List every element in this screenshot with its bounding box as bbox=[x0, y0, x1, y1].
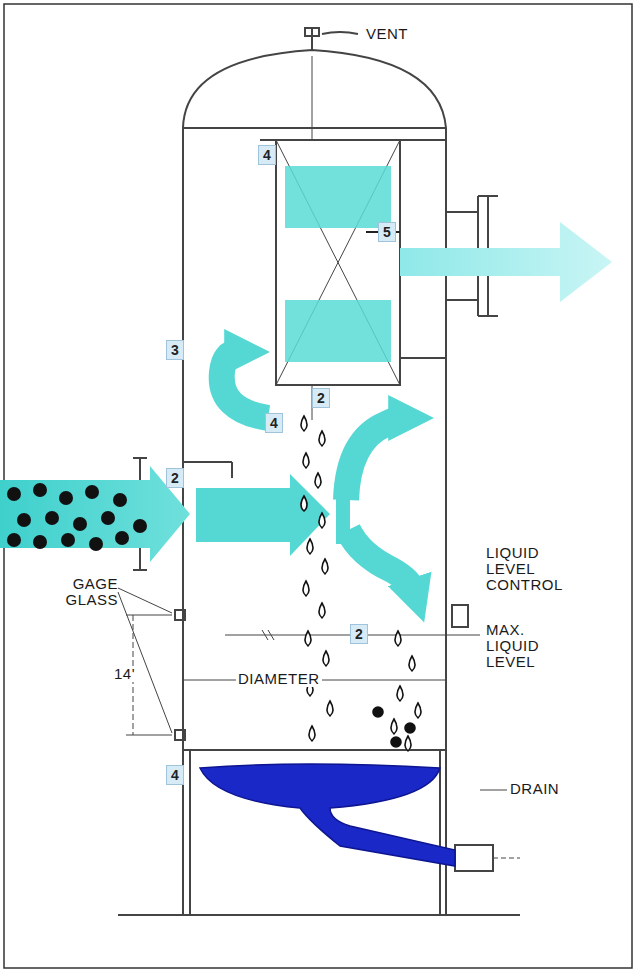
liquid-droplet bbox=[17, 513, 31, 527]
droplet bbox=[303, 453, 309, 468]
droplet bbox=[305, 631, 311, 646]
callout-number: 2 bbox=[166, 468, 184, 488]
callout-number: 4 bbox=[258, 145, 276, 165]
level-control-label: LIQUID LEVEL CONTROL bbox=[486, 545, 570, 592]
max-level-label: MAX. LIQUID LEVEL bbox=[486, 622, 570, 669]
liquid-droplet bbox=[45, 511, 59, 525]
droplet bbox=[327, 701, 333, 716]
callout-number: 5 bbox=[378, 222, 396, 242]
liquid-droplet bbox=[113, 493, 127, 507]
liquid-droplet bbox=[133, 519, 147, 533]
liquid-droplet bbox=[101, 511, 115, 525]
liquid-droplet bbox=[61, 533, 75, 547]
liquid-droplet bbox=[89, 537, 103, 551]
drain-label: DRAIN bbox=[510, 781, 559, 797]
liquid-droplet bbox=[115, 531, 129, 545]
droplet bbox=[301, 416, 307, 431]
droplet bbox=[303, 581, 309, 596]
droplet bbox=[319, 513, 325, 528]
callout-number: 2 bbox=[312, 388, 330, 408]
droplet bbox=[373, 707, 383, 717]
droplet bbox=[307, 539, 313, 554]
droplet bbox=[391, 737, 401, 747]
droplet bbox=[409, 656, 415, 671]
droplet bbox=[319, 431, 325, 446]
liquid-droplet bbox=[7, 487, 21, 501]
gage-glass-label: GAGE GLASS bbox=[44, 576, 118, 608]
droplet bbox=[415, 703, 421, 718]
callout-number: 3 bbox=[166, 340, 184, 360]
droplet bbox=[395, 631, 401, 646]
liquid-droplet bbox=[7, 533, 21, 547]
callout-number: 4 bbox=[166, 765, 184, 785]
liquid-droplet bbox=[85, 485, 99, 499]
droplet bbox=[391, 719, 397, 734]
droplet bbox=[322, 559, 328, 574]
droplet bbox=[315, 473, 321, 488]
vent-label: VENT bbox=[366, 26, 408, 42]
dimension-label: 14' bbox=[112, 666, 137, 682]
liquid-droplet bbox=[73, 517, 87, 531]
callout-number: 2 bbox=[350, 624, 368, 644]
liquid-droplet bbox=[33, 535, 47, 549]
liquid-droplet bbox=[59, 491, 73, 505]
droplet bbox=[301, 496, 307, 511]
droplet bbox=[319, 603, 325, 618]
droplet bbox=[397, 686, 403, 701]
droplet bbox=[405, 736, 411, 751]
droplet bbox=[309, 726, 315, 741]
droplet bbox=[323, 651, 329, 666]
diameter-label: DIAMETER bbox=[236, 671, 322, 687]
liquid-droplet bbox=[33, 483, 47, 497]
droplet bbox=[405, 723, 415, 733]
callout-number: 4 bbox=[265, 413, 283, 433]
